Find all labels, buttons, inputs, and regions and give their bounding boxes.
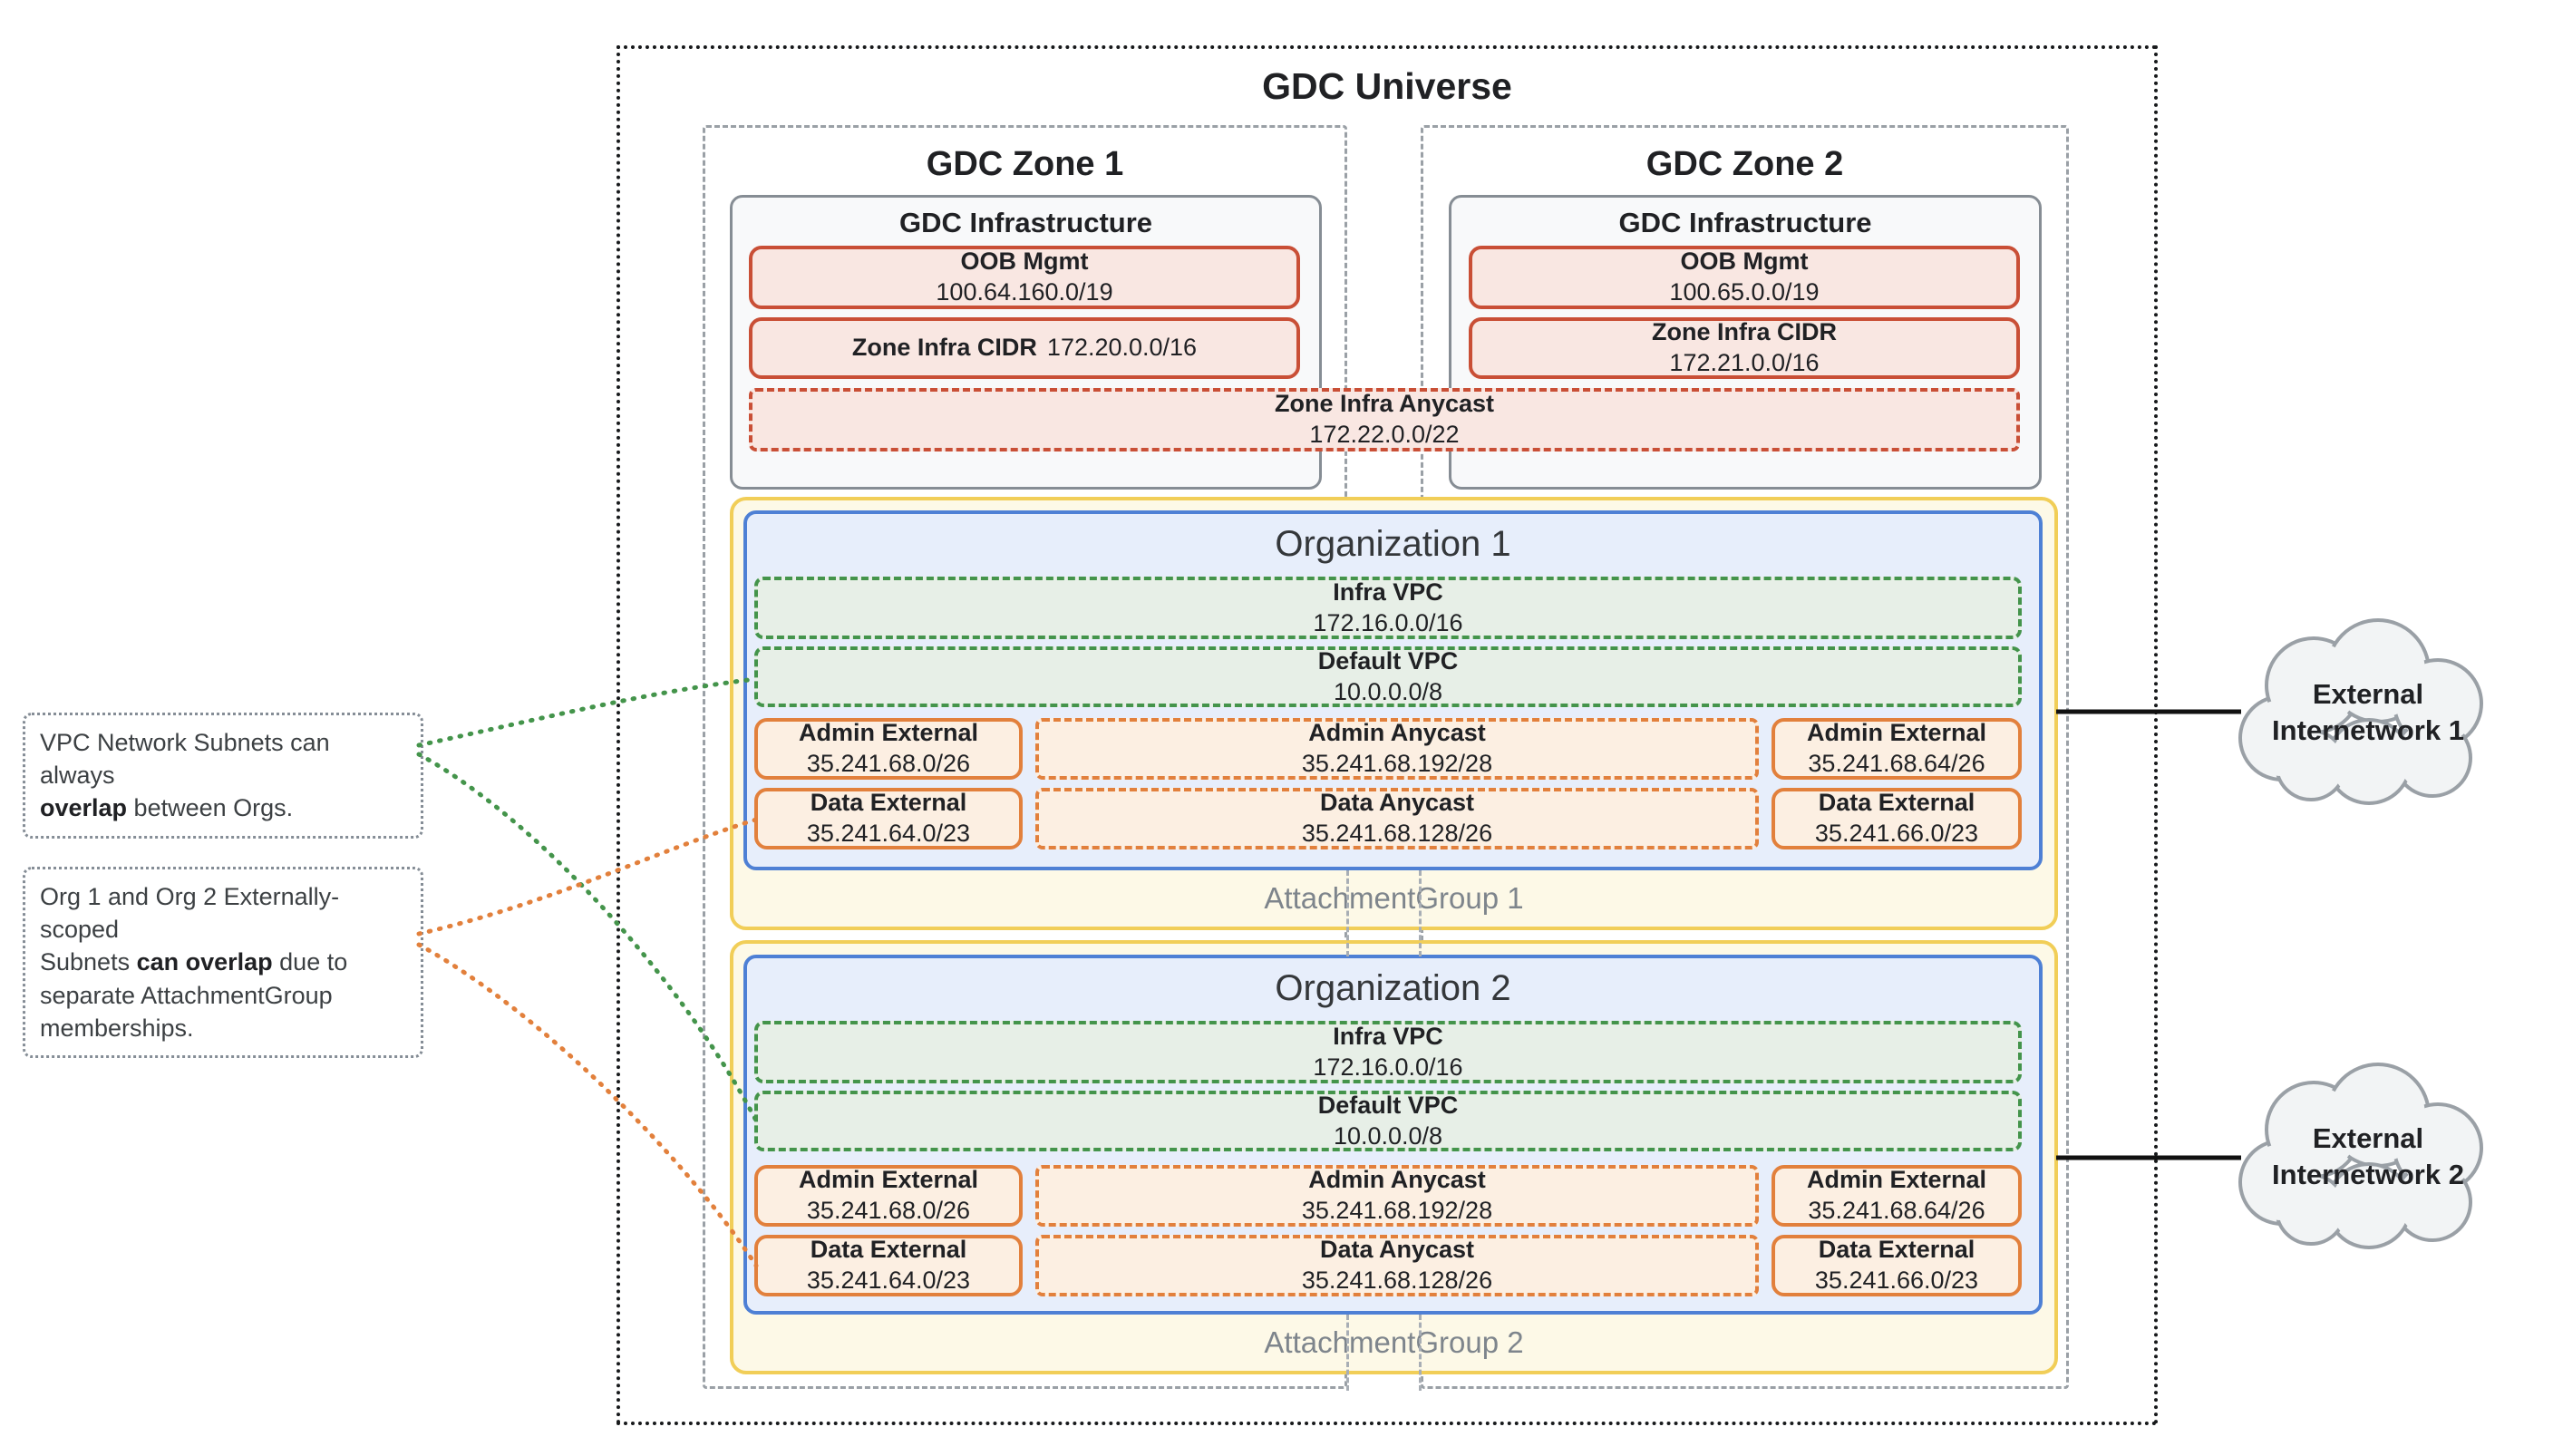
annotation-text: memberships. bbox=[40, 1014, 194, 1042]
subnet-label: Admin Anycast bbox=[1308, 719, 1486, 747]
annotation-text-bold: overlap bbox=[40, 794, 128, 822]
infra-vpc-box-org2: Infra VPC 172.16.0.0/16 bbox=[754, 1021, 2022, 1083]
cloud-label: External bbox=[2312, 677, 2424, 710]
data-external-right-box-org1: Data External 35.241.66.0/23 bbox=[1772, 788, 2022, 849]
annotation-text-bold: can overlap bbox=[136, 948, 273, 976]
subnet-label: Data External bbox=[810, 1236, 967, 1264]
annotation-text: Org 1 and Org 2 Externally-scoped bbox=[40, 883, 340, 944]
zone-infra-cidr-label: Zone Infra CIDR bbox=[1651, 318, 1837, 346]
subnet-value: 35.241.68.192/28 bbox=[1301, 750, 1493, 777]
zone-infra-cidr-value: 172.20.0.0/16 bbox=[1046, 334, 1198, 362]
oob-mgmt-label: OOB Mgmt bbox=[1680, 248, 1809, 276]
annotation-text: separate AttachmentGroup bbox=[40, 981, 333, 1009]
annotation-note-overlap: VPC Network Subnets can always overlap b… bbox=[23, 713, 423, 839]
subnet-value: 35.241.64.0/23 bbox=[806, 820, 971, 847]
default-vpc-label: Default VPC bbox=[1317, 646, 1459, 675]
subnet-value: 35.241.66.0/23 bbox=[1814, 820, 1979, 847]
zone2-title: GDC Zone 2 bbox=[1645, 145, 1844, 183]
infra-vpc-box-org1: Infra VPC 172.16.0.0/16 bbox=[754, 577, 2022, 639]
subnet-label: Admin Anycast bbox=[1308, 1166, 1486, 1194]
default-vpc-value: 10.0.0.0/8 bbox=[1333, 1121, 1443, 1150]
subnet-value: 35.241.68.128/26 bbox=[1301, 1267, 1493, 1294]
zone-divider-dashes bbox=[1346, 1315, 1349, 1391]
zone-divider-dashes bbox=[1419, 1315, 1422, 1391]
annotation-note-attachmentgroup: Org 1 and Org 2 Externally-scoped Subnet… bbox=[23, 867, 423, 1058]
admin-external-right-box-org1: Admin External 35.241.68.64/26 bbox=[1772, 718, 2022, 780]
default-vpc-box-org1: Default VPC 10.0.0.0/8 bbox=[754, 646, 2022, 707]
subnet-label: Data External bbox=[1818, 789, 1975, 817]
cloud-label: Internetwork 2 bbox=[2272, 1159, 2464, 1190]
infra-vpc-value: 172.16.0.0/16 bbox=[1313, 1053, 1463, 1081]
zone-infra-cidr-box-zone2: Zone Infra CIDR 172.21.0.0/16 bbox=[1469, 317, 2020, 379]
admin-anycast-box-org1: Admin Anycast 35.241.68.192/28 bbox=[1035, 718, 1759, 780]
cloud-icon bbox=[2238, 618, 2483, 805]
external-internetwork1-cloud: External Internetwork 1 bbox=[2226, 609, 2498, 816]
zone-divider-dashes bbox=[1346, 870, 1349, 956]
oob-mgmt-value: 100.64.160.0/19 bbox=[936, 278, 1113, 306]
annotation-text: between Orgs. bbox=[127, 794, 294, 822]
zone-infra-anycast-label: Zone Infra Anycast bbox=[1274, 390, 1495, 418]
zone-divider-dashes bbox=[1419, 870, 1422, 956]
subnet-value: 35.241.64.0/23 bbox=[806, 1267, 971, 1294]
subnet-value: 35.241.68.64/26 bbox=[1808, 1197, 1985, 1224]
organization2-title: Organization 2 bbox=[1275, 968, 1511, 1008]
universe-title: GDC Universe bbox=[1262, 65, 1512, 107]
organization1-title: Organization 1 bbox=[1275, 524, 1511, 564]
zone-infra-cidr-box-zone1: Zone Infra CIDR 172.20.0.0/16 bbox=[749, 317, 1300, 379]
infra-vpc-label: Infra VPC bbox=[1333, 578, 1443, 606]
admin-external-right-box-org2: Admin External 35.241.68.64/26 bbox=[1772, 1165, 2022, 1227]
zone-infra-anycast-value: 172.22.0.0/22 bbox=[1309, 421, 1460, 448]
subnet-label: Data External bbox=[1818, 1236, 1975, 1264]
zone-infra-cidr-value: 172.21.0.0/16 bbox=[1669, 349, 1820, 376]
subnet-value: 35.241.68.128/26 bbox=[1301, 820, 1493, 847]
admin-anycast-box-org2: Admin Anycast 35.241.68.192/28 bbox=[1035, 1165, 1759, 1227]
subnet-label: Data External bbox=[810, 789, 967, 817]
data-external-left-box-org2: Data External 35.241.64.0/23 bbox=[754, 1235, 1023, 1296]
default-vpc-label: Default VPC bbox=[1317, 1091, 1459, 1119]
cloud-label: Internetwork 1 bbox=[2272, 714, 2464, 746]
zone-infra-cidr-label: Zone Infra CIDR bbox=[851, 334, 1037, 362]
oob-mgmt-label: OOB Mgmt bbox=[960, 248, 1089, 276]
default-vpc-value: 10.0.0.0/8 bbox=[1333, 677, 1443, 705]
subnet-value: 35.241.66.0/23 bbox=[1814, 1267, 1979, 1294]
annotation-text: Subnets bbox=[40, 948, 137, 976]
subnet-label: Admin External bbox=[798, 1166, 979, 1194]
oob-mgmt-value: 100.65.0.0/19 bbox=[1669, 278, 1820, 306]
subnet-label: Admin External bbox=[1806, 1166, 1987, 1194]
subnet-value: 35.241.68.0/26 bbox=[806, 1197, 971, 1224]
subnet-value: 35.241.68.64/26 bbox=[1808, 750, 1985, 777]
attachment-group1-label: AttachmentGroup 1 bbox=[1264, 881, 1524, 915]
cloud-label: External bbox=[2312, 1121, 2424, 1154]
annotation-text: VPC Network Subnets can always bbox=[40, 729, 330, 790]
admin-external-left-box-org1: Admin External 35.241.68.0/26 bbox=[754, 718, 1023, 780]
default-vpc-box-org2: Default VPC 10.0.0.0/8 bbox=[754, 1091, 2022, 1151]
infrastructure-title-zone2: GDC Infrastructure bbox=[1618, 207, 1872, 238]
attachment-group2-label: AttachmentGroup 2 bbox=[1264, 1325, 1524, 1359]
oob-mgmt-box-zone2: OOB Mgmt 100.65.0.0/19 bbox=[1469, 246, 2020, 309]
subnet-label: Admin External bbox=[1806, 719, 1987, 747]
zone1-title: GDC Zone 1 bbox=[926, 145, 1124, 183]
data-external-left-box-org1: Data External 35.241.64.0/23 bbox=[754, 788, 1023, 849]
infrastructure-title-zone1: GDC Infrastructure bbox=[898, 207, 1153, 238]
zone-infra-anycast-box: Zone Infra Anycast 172.22.0.0/22 bbox=[749, 388, 2020, 451]
data-anycast-box-org2: Data Anycast 35.241.68.128/26 bbox=[1035, 1235, 1759, 1296]
infra-vpc-value: 172.16.0.0/16 bbox=[1313, 608, 1463, 636]
subnet-label: Data Anycast bbox=[1319, 789, 1475, 817]
oob-mgmt-box-zone1: OOB Mgmt 100.64.160.0/19 bbox=[749, 246, 1300, 309]
annotation-text: due to bbox=[272, 948, 348, 976]
data-anycast-box-org1: Data Anycast 35.241.68.128/26 bbox=[1035, 788, 1759, 849]
admin-external-left-box-org2: Admin External 35.241.68.0/26 bbox=[754, 1165, 1023, 1227]
subnet-label: Admin External bbox=[798, 719, 979, 747]
infra-vpc-label: Infra VPC bbox=[1333, 1022, 1443, 1050]
cloud-icon bbox=[2238, 1063, 2483, 1249]
subnet-value: 35.241.68.0/26 bbox=[806, 750, 971, 777]
subnet-value: 35.241.68.192/28 bbox=[1301, 1197, 1493, 1224]
data-external-right-box-org2: Data External 35.241.66.0/23 bbox=[1772, 1235, 2022, 1296]
external-internetwork2-cloud: External Internetwork 2 bbox=[2226, 1053, 2498, 1260]
subnet-label: Data Anycast bbox=[1319, 1236, 1475, 1264]
